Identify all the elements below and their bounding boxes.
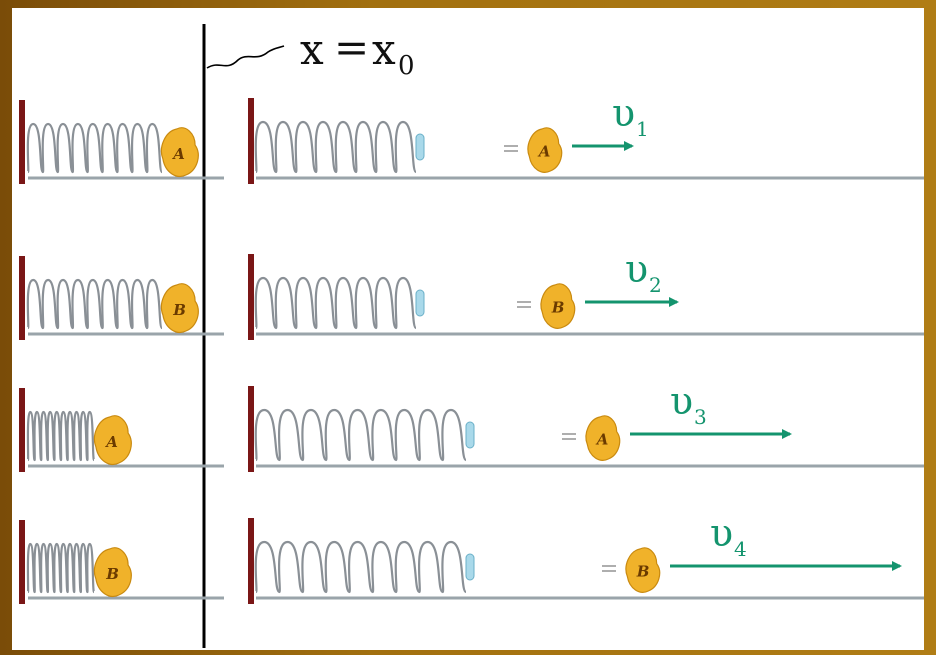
velocity-subscript: 1 (636, 117, 649, 141)
spring-relaxed-icon (254, 408, 468, 462)
spring-relaxed-icon (254, 276, 418, 330)
block-letter: B (636, 562, 650, 580)
velocity-symbol: υ (710, 511, 733, 555)
block-left-icon: A (160, 127, 199, 177)
block-icon (540, 283, 576, 329)
block-letter: B (172, 301, 186, 319)
velocity-subscript: 2 (649, 273, 662, 297)
squiggle-pointer-icon (206, 45, 285, 69)
spring-compressed-icon (26, 542, 96, 594)
spring-cap-icon (415, 289, 425, 317)
block-letter: A (171, 145, 185, 163)
block-letter: A (595, 430, 609, 448)
block-left-icon: B (93, 547, 132, 597)
reference-label-subscript: 0 (398, 51, 415, 81)
wall-right-icon (248, 254, 254, 340)
velocity-symbol: υ (670, 379, 693, 423)
block-left-icon: A (93, 415, 132, 465)
wall-left-icon (19, 256, 25, 340)
block-icon (527, 127, 563, 173)
block-letter: A (104, 433, 118, 451)
block-icon (160, 283, 199, 333)
block-icon (93, 547, 132, 597)
wall-left-icon (19, 100, 25, 184)
block-letter: A (537, 142, 551, 160)
block-letter: B (105, 565, 119, 583)
block-icon (625, 547, 661, 593)
spring-relaxed-icon (254, 540, 468, 594)
reference-label-rhs: x (372, 25, 396, 74)
block-released-icon: B (540, 283, 576, 329)
velocity-symbol: υ (612, 91, 635, 135)
block-icon (585, 415, 621, 461)
block-released-icon: B (625, 547, 661, 593)
spring-cap-icon (465, 421, 475, 449)
velocity-symbol: υ (625, 247, 648, 291)
block-released-icon: A (527, 127, 563, 173)
spring-compressed-icon (26, 278, 164, 330)
spring-cap-icon (465, 553, 475, 581)
spring-cap-icon (415, 133, 425, 161)
block-letter: B (551, 298, 565, 316)
velocity-subscript: 3 (694, 405, 707, 429)
reference-label-lhs: x (300, 25, 324, 74)
block-released-icon: A (585, 415, 621, 461)
spring-compressed-icon (26, 122, 164, 174)
wall-left-icon (19, 388, 25, 472)
spring-relaxed-icon (254, 120, 418, 174)
block-icon (93, 415, 132, 465)
reference-label-eq: = (334, 23, 369, 72)
block-icon (160, 127, 199, 177)
wall-right-icon (248, 518, 254, 604)
spring-compressed-icon (26, 410, 96, 462)
wall-right-icon (248, 386, 254, 472)
wall-left-icon (19, 520, 25, 604)
block-left-icon: B (160, 283, 199, 333)
wall-right-icon (248, 98, 254, 184)
velocity-subscript: 4 (734, 537, 747, 561)
